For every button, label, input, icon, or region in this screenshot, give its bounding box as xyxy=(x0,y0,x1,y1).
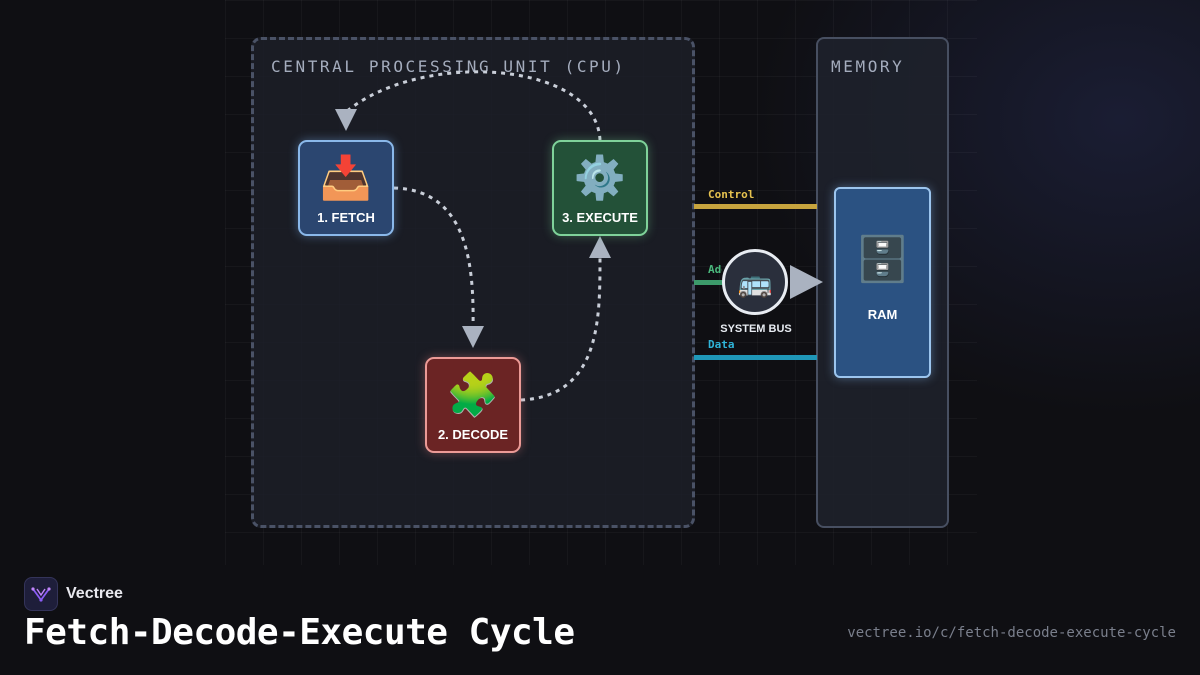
gear-icon: ⚙️ xyxy=(573,153,627,202)
address-bus-label: Address xyxy=(708,263,722,276)
fetch-label: 1. FETCH xyxy=(317,210,375,225)
vectree-logo xyxy=(24,577,58,611)
page-title: Fetch-Decode-Execute Cycle xyxy=(24,612,575,653)
execute-node[interactable]: ⚙️ 3. EXECUTE xyxy=(552,140,648,236)
ram-node[interactable]: 🗄️ RAM xyxy=(834,187,931,378)
arrowhead-fetch xyxy=(335,109,357,131)
arrow-execute-to-fetch xyxy=(345,70,602,141)
brand-name: Vectree xyxy=(66,585,123,602)
control-bus-label: Control xyxy=(708,188,755,201)
inbox-tray-icon: 📥 xyxy=(319,153,373,202)
bus-icon: 🚌 xyxy=(737,265,773,299)
arrowhead-execute xyxy=(589,236,611,258)
bus-to-memory-arrowhead xyxy=(790,265,823,299)
file-cabinet-icon: 🗄️ xyxy=(855,234,910,285)
memory-title: MEMORY xyxy=(831,57,905,76)
decode-label: 2. DECODE xyxy=(437,427,509,442)
system-bus-caption: SYSTEM BUS xyxy=(720,323,792,335)
fetch-node[interactable]: 📥 1. FETCH xyxy=(298,140,394,236)
address-bus-line xyxy=(694,280,726,285)
arrow-fetch-to-decode xyxy=(393,186,475,331)
arrow-decode-to-execute xyxy=(520,257,602,402)
data-bus-label: Data xyxy=(708,338,735,351)
system-bus-node[interactable]: 🚌 xyxy=(722,249,788,315)
cpu-title: CENTRAL PROCESSING UNIT (CPU) xyxy=(271,57,626,76)
puzzle-piece-icon: 🧩 xyxy=(446,370,500,419)
arrowhead-decode xyxy=(462,326,484,348)
page-url[interactable]: vectree.io/c/fetch-decode-execute-cycle xyxy=(847,625,1176,641)
ram-label: RAM xyxy=(867,307,898,322)
control-bus-line xyxy=(694,204,817,209)
vectree-logo-icon xyxy=(31,587,51,602)
execute-label: 3. EXECUTE xyxy=(562,210,638,225)
data-bus-line xyxy=(694,355,817,360)
decode-node[interactable]: 🧩 2. DECODE xyxy=(425,357,521,453)
